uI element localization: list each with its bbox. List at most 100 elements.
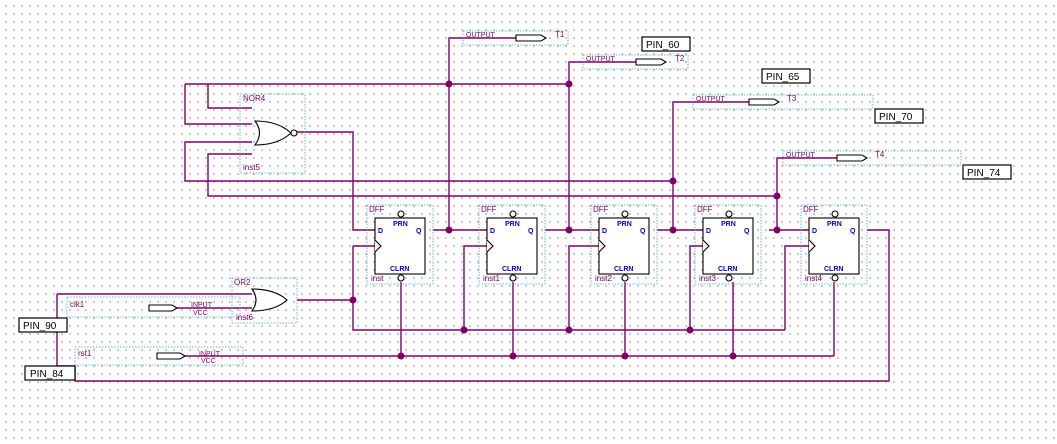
wires <box>56 37 890 382</box>
nor4-bubble <box>290 129 298 137</box>
output-frame <box>692 94 874 110</box>
output-symbol <box>836 154 869 162</box>
wire-clk-bus <box>352 246 690 331</box>
dff-prn-label: PRN <box>505 221 520 228</box>
output-name: T2 <box>675 54 685 63</box>
wire-t2 <box>568 61 636 230</box>
junction <box>773 226 781 234</box>
junction <box>509 352 517 360</box>
dff-clrn-bubble <box>725 274 733 282</box>
dff-instance-label: inst1 <box>483 274 500 283</box>
dff-clrn-label: CLRN <box>614 266 633 273</box>
dff-frame <box>694 204 762 285</box>
pin-box-60[interactable]: PIN_60 <box>641 36 691 52</box>
dff-type-label: DFF <box>369 205 385 214</box>
dff-type-label: DFF <box>593 205 609 214</box>
dff-clock-marker <box>374 239 382 253</box>
junction <box>669 177 677 185</box>
input-symbol <box>156 352 187 360</box>
dff-body <box>702 217 754 275</box>
dff-instance-label: inst2 <box>595 274 612 283</box>
junction <box>460 326 468 334</box>
dff-clrn-bubble <box>831 274 839 282</box>
dff-prn-bubble <box>397 210 405 218</box>
output-type-label: OUTPUT <box>586 56 616 63</box>
dff-q-label: Q <box>416 228 422 235</box>
nor4-instance-label: inst5 <box>243 163 260 172</box>
wire-clk-ff2 <box>568 245 599 330</box>
pin-box-74[interactable]: PIN_74 <box>962 164 1012 180</box>
input-port-clk1[interactable]: clk1 INPUT VCC <box>66 296 241 318</box>
junction <box>565 80 573 88</box>
junction <box>729 352 737 360</box>
dff-instance-label: inst3 <box>699 274 716 283</box>
output-name: T1 <box>555 30 565 39</box>
input-vcc-label: VCC <box>201 358 216 365</box>
pin-box-84[interactable]: PIN_84 <box>24 365 76 381</box>
output-port-t1[interactable]: OUTPUT T1 <box>462 30 569 46</box>
output-port-t2[interactable]: OUTPUT T2 <box>582 54 689 70</box>
dff-d-label: D <box>812 228 817 235</box>
dff-clock-marker <box>598 239 606 253</box>
input-frame <box>74 346 244 366</box>
pin-box-frame <box>962 164 1012 180</box>
dff-clrn-label: CLRN <box>502 266 521 273</box>
dff-type-label: DFF <box>697 205 713 214</box>
wire-t3 <box>672 101 749 230</box>
junction <box>669 226 677 234</box>
junction <box>445 80 453 88</box>
or2-instance-label: inst6 <box>236 313 253 322</box>
wire-nor-out <box>297 131 375 231</box>
wire-t1 <box>448 37 516 230</box>
dff-prn-bubble <box>621 210 629 218</box>
nor4-gate[interactable]: NOR4 inst5 <box>239 93 306 174</box>
pin-label: PIN_70 <box>879 112 913 123</box>
input-vcc-label: VCC <box>193 310 208 317</box>
dff-d-label: D <box>602 228 607 235</box>
dff-body <box>374 217 426 275</box>
dff-clock-marker <box>808 239 816 253</box>
junction <box>397 352 405 360</box>
output-frame <box>462 30 569 46</box>
pin-label: PIN_90 <box>23 321 57 332</box>
pin-box-frame <box>641 36 691 52</box>
dff-d-label: D <box>378 228 383 235</box>
pin-label: PIN_60 <box>646 40 680 51</box>
output-port-t3[interactable]: OUTPUT T3 <box>692 94 874 110</box>
junction <box>349 296 357 304</box>
pin-box-frame <box>18 317 68 333</box>
dff-instance-label: inst <box>371 274 384 283</box>
dff-body <box>598 217 650 275</box>
pin-box-frame <box>874 108 924 124</box>
output-port-t4[interactable]: OUTPUT T4 <box>782 150 962 166</box>
dff-clrn-label: CLRN <box>718 266 737 273</box>
pin-label: PIN_74 <box>967 168 1001 179</box>
dff-prn-label: PRN <box>617 221 632 228</box>
input-port-rst1[interactable]: rst1 INPUT VCC <box>74 346 244 366</box>
wire-t4 <box>776 157 837 230</box>
wire-clk-ff4 <box>690 245 813 331</box>
pin-box-90[interactable]: PIN_90 <box>18 317 68 333</box>
output-symbol <box>515 34 548 42</box>
output-name: T4 <box>875 150 885 159</box>
nor4-type-label: NOR4 <box>243 94 266 103</box>
dff-prn-bubble <box>725 210 733 218</box>
input-frame <box>66 296 241 318</box>
or2-gate[interactable]: OR2 inst6 <box>231 277 298 324</box>
wire-nor-in4 <box>207 153 777 197</box>
wire-nor-in1 <box>207 84 252 109</box>
pin-box-65[interactable]: PIN_65 <box>761 68 811 84</box>
input-type-label: INPUT <box>199 351 221 358</box>
junctions <box>349 80 781 360</box>
junction <box>565 326 573 334</box>
dff-frame <box>366 204 434 285</box>
output-symbol <box>635 58 668 66</box>
dff-frame <box>590 204 658 285</box>
pin-box-70[interactable]: PIN_70 <box>874 108 924 124</box>
